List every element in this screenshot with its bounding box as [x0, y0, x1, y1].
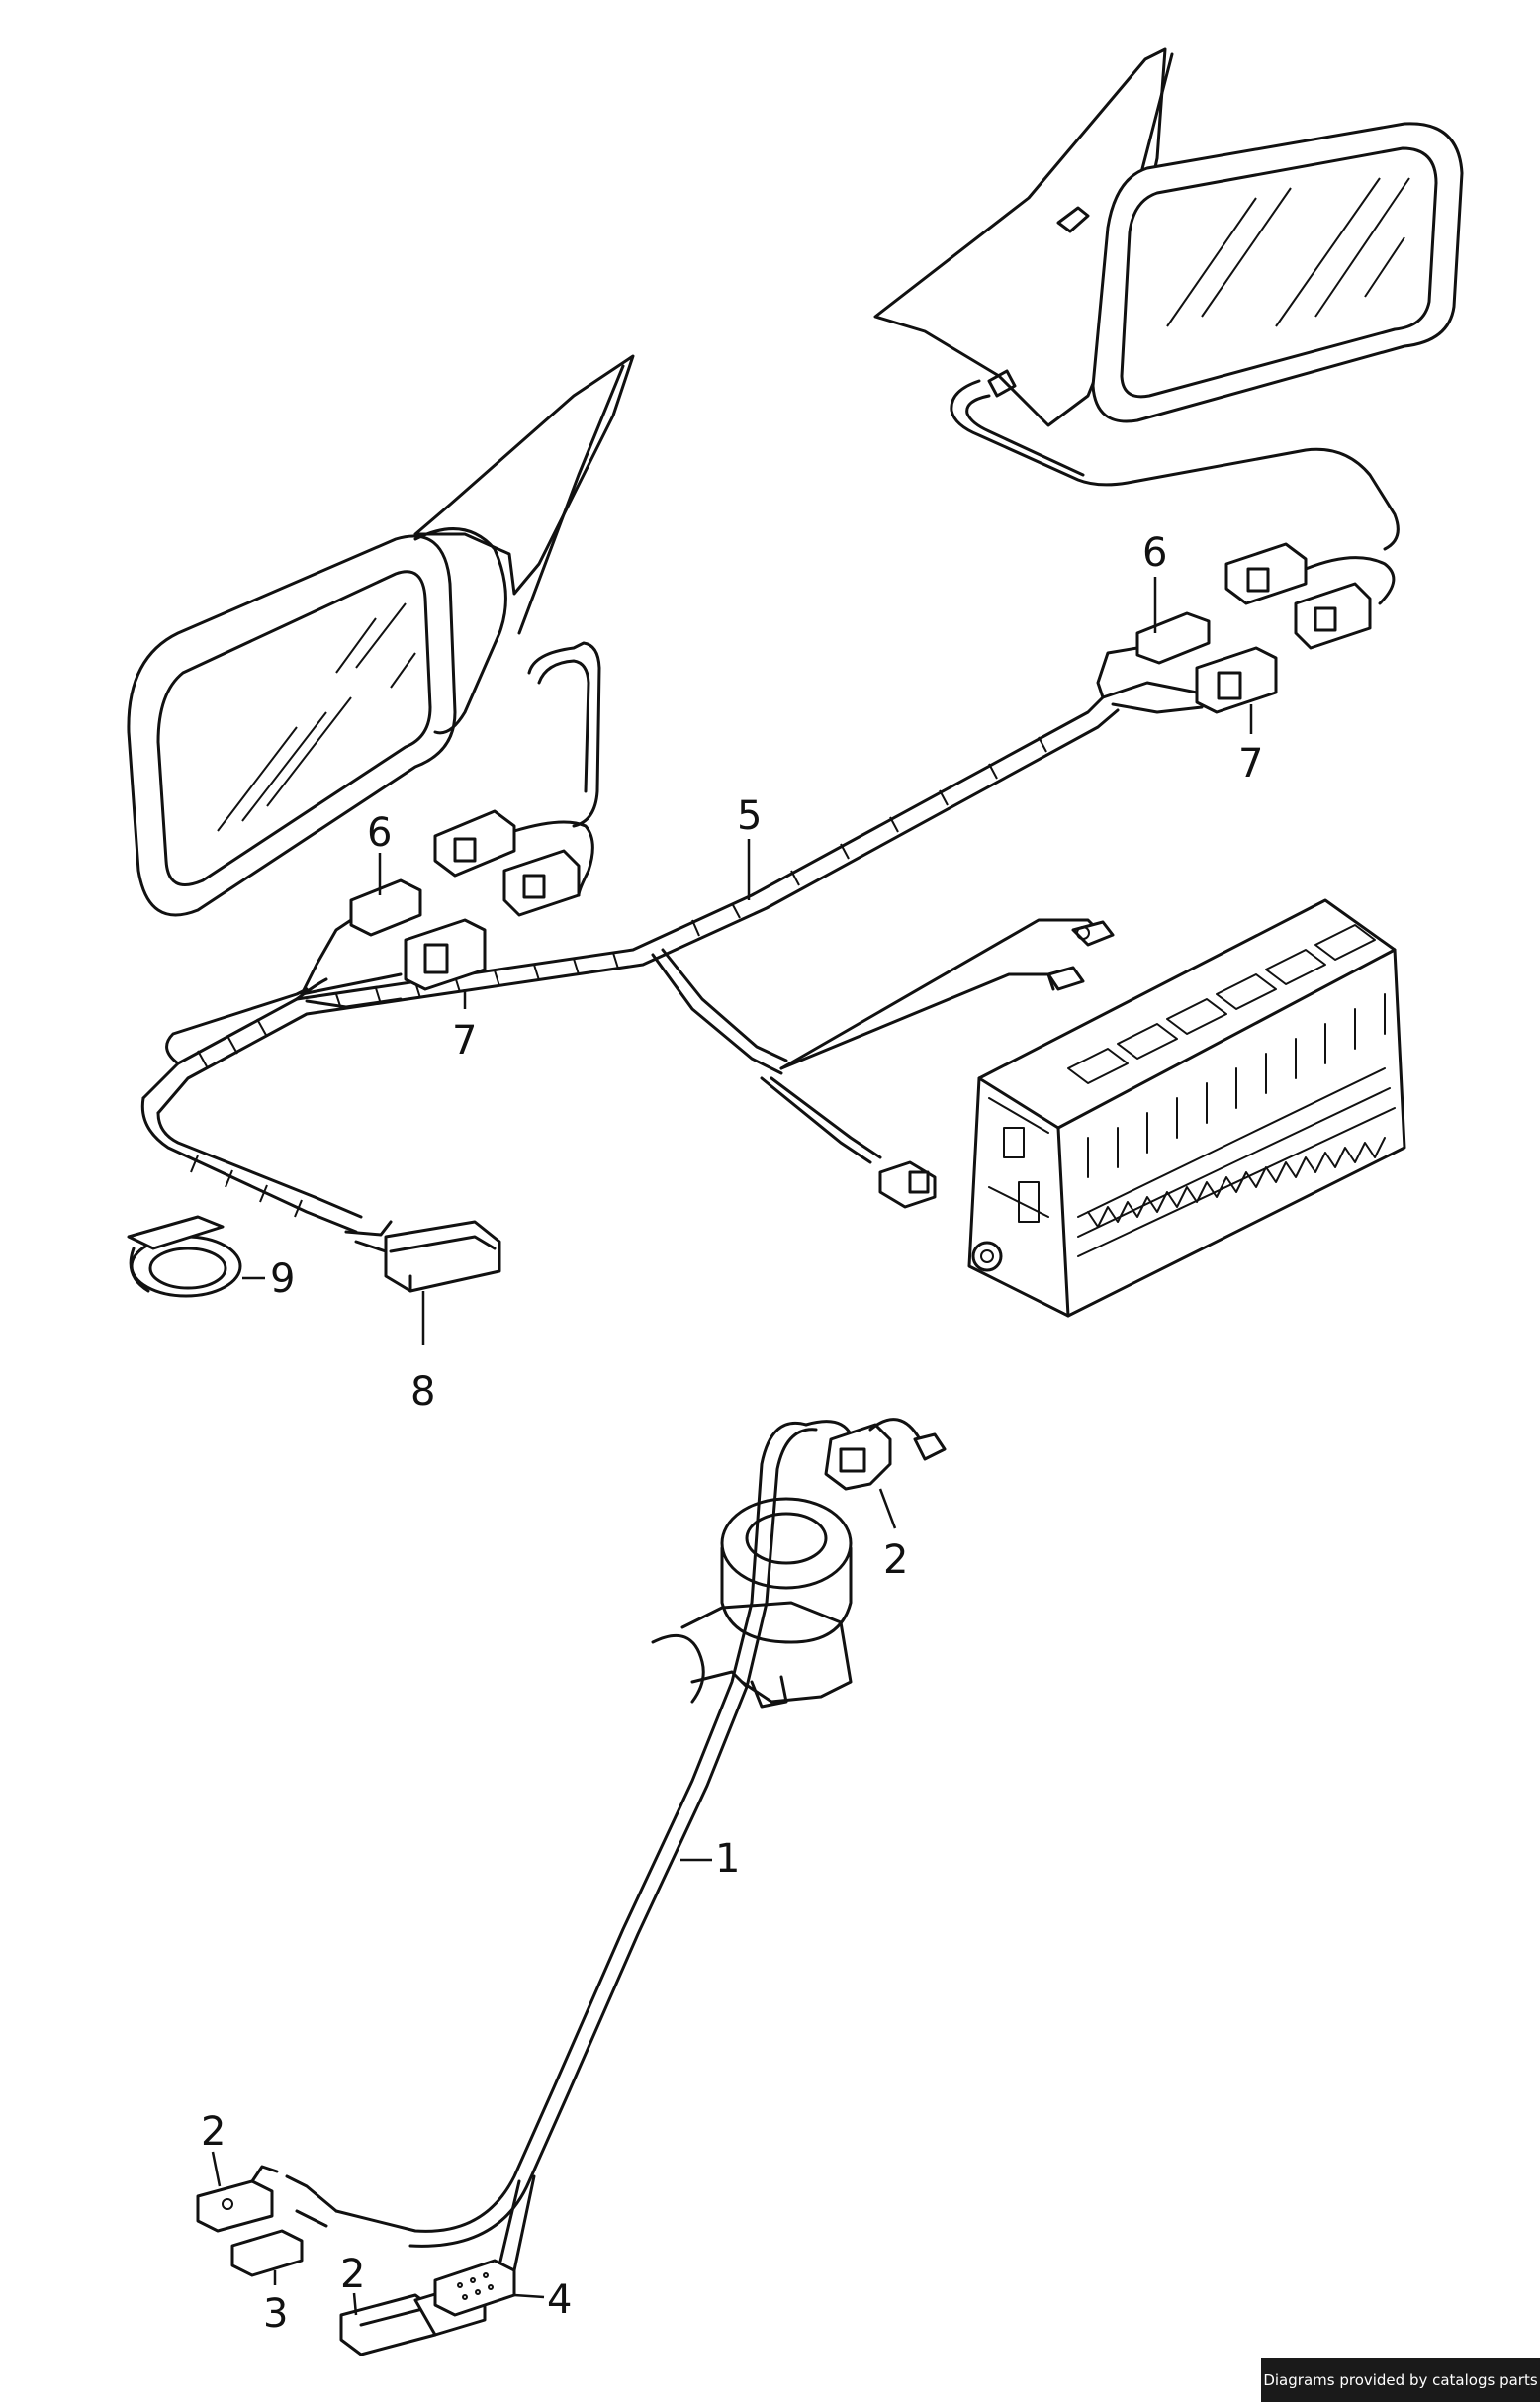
- connector-3: [230, 2229, 304, 2277]
- wire-harness-1: [285, 1420, 862, 2272]
- connector-2-top: [824, 1418, 947, 1491]
- left-mirror-connectors: [433, 809, 594, 917]
- left-mirror: [127, 354, 635, 917]
- right-mirror-connectors: [1224, 542, 1396, 650]
- connector-2-left: [196, 2165, 279, 2233]
- diagram-credit-banner: Diagrams provided by catalogs parts: [1261, 2358, 1540, 2402]
- fuse-box-leads: [878, 920, 1115, 1209]
- right-harness-connectors: [1096, 611, 1278, 714]
- right-mirror: [873, 47, 1464, 551]
- callout-2-top: 2: [883, 1537, 908, 1583]
- callout-5: 5: [737, 793, 762, 839]
- callouts: 5 6 7 6 7 8 9 2 1 2 3 2: [201, 530, 1263, 2337]
- callout-2-left: 2: [201, 2109, 226, 2155]
- callout-4: 4: [547, 2277, 572, 2323]
- connector-8: [344, 1220, 501, 1293]
- callout-6-right: 6: [1142, 530, 1167, 576]
- connector-4: [433, 2259, 516, 2317]
- callout-8: 8: [410, 1369, 435, 1415]
- callout-3: 3: [263, 2291, 288, 2337]
- callout-2-bottom: 2: [340, 2252, 365, 2297]
- fuse-relay-box: [967, 898, 1406, 1318]
- callout-7-right: 7: [1238, 741, 1263, 786]
- clamp-9: [127, 1215, 242, 1298]
- left-harness-connectors: [300, 878, 487, 1009]
- callout-9: 9: [270, 1256, 295, 1302]
- callout-6-left: 6: [367, 810, 392, 856]
- callout-7-left: 7: [452, 1018, 477, 1063]
- callout-1: 1: [715, 1836, 740, 1882]
